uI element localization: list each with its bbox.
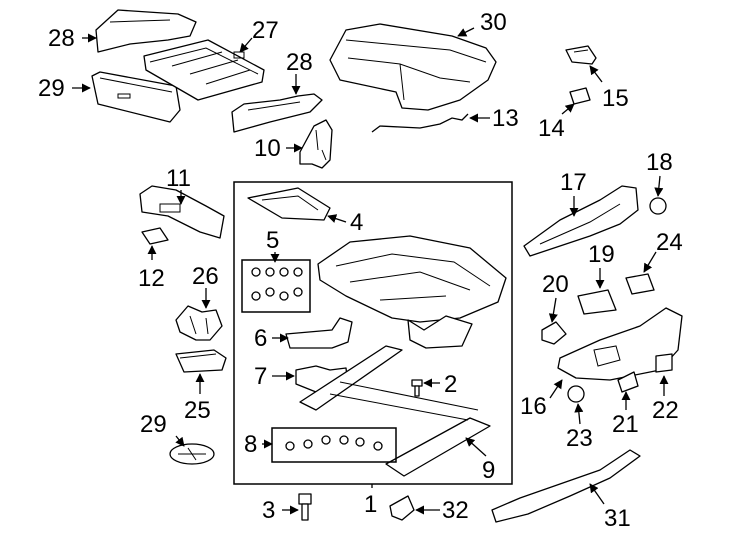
part-25-module	[175, 349, 227, 373]
part-19-switch	[577, 289, 617, 315]
callout-20: 20	[542, 271, 569, 298]
part-27-heater-pad	[143, 39, 265, 101]
callout-1: 1	[364, 491, 377, 518]
callout-13: 13	[492, 105, 519, 132]
callout-3: 3	[262, 497, 275, 524]
part-29-disc	[169, 443, 215, 465]
callout-18: 18	[646, 149, 673, 176]
part-24-switch	[625, 273, 655, 295]
part-11-trim	[139, 185, 225, 239]
part-30-seat-cushion	[329, 23, 497, 111]
callout-32: 32	[442, 497, 469, 524]
part-12-switch	[141, 227, 169, 245]
callout-9: 9	[482, 457, 495, 484]
part-28-pad-top	[95, 9, 197, 53]
callout-27: 27	[252, 17, 279, 44]
callout-6: 6	[254, 325, 267, 352]
part-8-hardware	[271, 427, 397, 463]
part-9-track	[299, 345, 491, 477]
part-31-trim-strip	[491, 449, 641, 523]
assembly-frame	[233, 181, 513, 485]
part-6-motor	[285, 317, 353, 349]
part-10-bracket	[299, 119, 333, 169]
callout-5: 5	[266, 227, 279, 254]
part-5-hardware	[241, 259, 311, 313]
part-17-frame-side	[523, 185, 639, 257]
part-18-knob	[649, 197, 667, 215]
part-26-bracket	[175, 305, 223, 341]
callout-25: 25	[184, 397, 211, 424]
callout-14: 14	[538, 115, 565, 142]
part-21-button	[617, 371, 639, 393]
callout-2: 2	[444, 371, 457, 398]
callout-31: 31	[604, 505, 631, 532]
callout-29-bottom: 29	[140, 411, 167, 438]
part-3-bolt	[298, 493, 312, 521]
callout-10: 10	[254, 135, 281, 162]
callout-17: 17	[560, 169, 587, 196]
callout-16: 16	[520, 393, 547, 420]
callout-4: 4	[350, 209, 363, 236]
callout-28-top: 28	[48, 25, 75, 52]
callout-23: 23	[566, 425, 593, 452]
callout-22: 22	[652, 397, 679, 424]
callout-26: 26	[192, 263, 219, 290]
callout-19: 19	[588, 241, 615, 268]
callout-15: 15	[602, 85, 629, 112]
callout-11: 11	[166, 165, 191, 192]
callout-12: 12	[138, 265, 165, 292]
callout-28-mid: 28	[286, 49, 313, 76]
part-23-ring	[567, 385, 585, 403]
part-32-clip	[389, 495, 415, 521]
part-22-button	[655, 353, 673, 373]
part-4-plate	[247, 187, 331, 221]
part-13-wire	[371, 113, 469, 133]
callout-30: 30	[480, 9, 507, 36]
callout-24: 24	[656, 229, 683, 256]
callout-8: 8	[244, 431, 257, 458]
callout-21: 21	[612, 411, 639, 438]
part-29-block-top	[91, 71, 181, 123]
part-2-screw	[411, 379, 423, 397]
callout-7: 7	[254, 363, 267, 390]
part-15-clip	[565, 45, 597, 65]
part-28-bolster	[231, 93, 323, 133]
part-20-knob	[541, 321, 567, 345]
callout-29-top: 29	[38, 75, 65, 102]
part-14-clip	[569, 87, 591, 105]
part-16-panel	[557, 307, 683, 381]
part-seat-frame	[317, 235, 507, 349]
